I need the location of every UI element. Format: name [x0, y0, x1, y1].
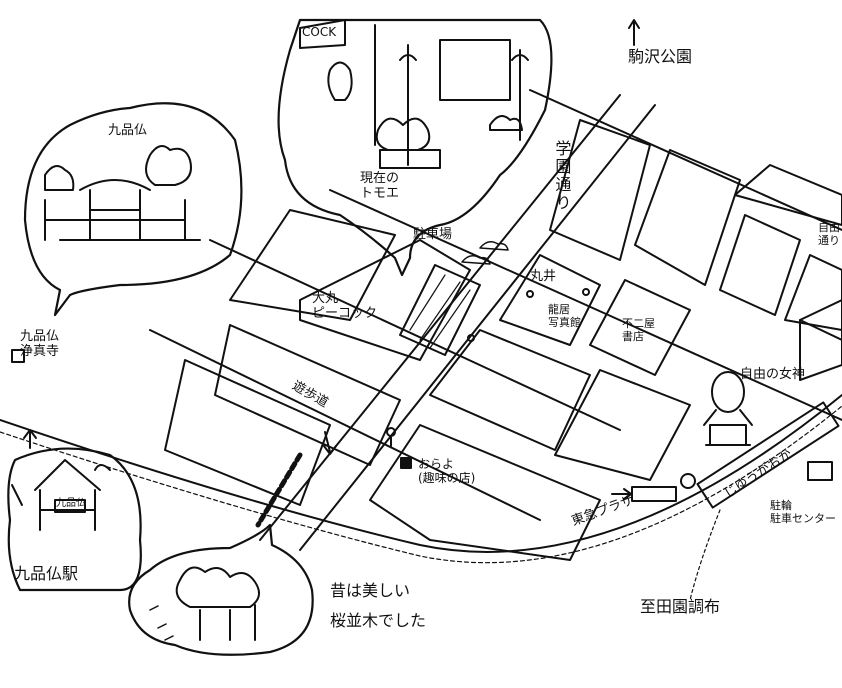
footbridge: [255, 452, 303, 528]
bubble-tomoe: [277, 18, 553, 277]
label-fujiya-books: 不二屋 書店: [622, 317, 655, 343]
street-1: [149, 329, 541, 521]
block: [369, 424, 601, 561]
block: [499, 254, 601, 346]
small-building: [807, 461, 833, 481]
block: [589, 279, 691, 376]
block: [554, 369, 691, 481]
tree-icon: [11, 464, 111, 506]
tree-icon: [375, 117, 431, 151]
label-right-bottom: 駐輪 駐車センター: [770, 499, 836, 525]
label-station-sign: 九品仏: [56, 498, 86, 509]
label-den-en-chofu: 至田園調布: [640, 597, 721, 616]
car-icon: [461, 255, 491, 265]
label-gakuen-dori: 学園通り: [552, 140, 572, 212]
block: [634, 149, 741, 286]
label-kuhonbutsu-bubble: 九品仏: [108, 123, 148, 138]
label-oraho: おらよ (趣味の店): [418, 457, 476, 485]
label-right-edge: 自由 通り: [818, 221, 840, 247]
tree-icon: [44, 165, 75, 191]
block: [229, 209, 396, 321]
label-cherry-text: 昔は美しい 桜並木でした: [330, 581, 427, 631]
label-komazawa-park: 駒沢公園: [628, 47, 693, 66]
label-shop-sign: COCK: [302, 25, 337, 39]
block: [164, 359, 331, 506]
block: [429, 329, 591, 451]
bubble-temple: [23, 102, 243, 317]
temple-icon: [44, 179, 201, 241]
block: [734, 164, 842, 226]
arrow-up-icon: [23, 429, 37, 449]
block: [549, 119, 651, 261]
street-2: [209, 239, 621, 431]
tree-icon: [175, 566, 260, 641]
block: [784, 254, 842, 331]
streetlamp-icon: [582, 288, 590, 296]
block: [719, 214, 801, 316]
station-icon: [34, 459, 101, 531]
bubble-cherry: [128, 523, 314, 656]
railway-line-inner: [0, 405, 842, 564]
gakuen-dori-road: [259, 94, 621, 541]
shop-marker: [400, 457, 412, 469]
label-tatsumi-photo: 龍居 写真館: [548, 303, 581, 329]
label-liberty-goddess: 自由の女神: [740, 367, 806, 382]
block: [299, 239, 471, 361]
block: [214, 324, 401, 466]
street-3: [329, 189, 842, 421]
streetlamp-icon: [526, 290, 534, 298]
tree-icon: [489, 115, 523, 131]
label-tomoe-now: 現在の トモエ: [360, 171, 400, 201]
label-kuhonbutsu-station: 九品仏駅: [14, 564, 79, 583]
label-marui: 丸井: [530, 269, 557, 284]
gakuen-dori-road-2: [299, 104, 656, 551]
street-4: [529, 89, 842, 231]
tokyu-plaza-box: [631, 486, 677, 502]
arrow-up-icon: [628, 19, 640, 46]
building: [799, 299, 842, 381]
tree-icon: [145, 145, 192, 186]
label-kuhonbutsu-temple: 九品仏 浄真寺: [20, 329, 60, 359]
statue-icon: [703, 371, 753, 446]
car-icon: [479, 241, 509, 251]
label-daimaru-peacock: 大丸 ピーコック: [312, 291, 378, 321]
bubble-station: [7, 447, 142, 592]
streetlamp-icon: [467, 334, 475, 342]
label-parking: 駐車場: [413, 227, 453, 242]
streetlamp-icon: [399, 44, 529, 166]
jiyugaoka-station: [696, 401, 840, 509]
